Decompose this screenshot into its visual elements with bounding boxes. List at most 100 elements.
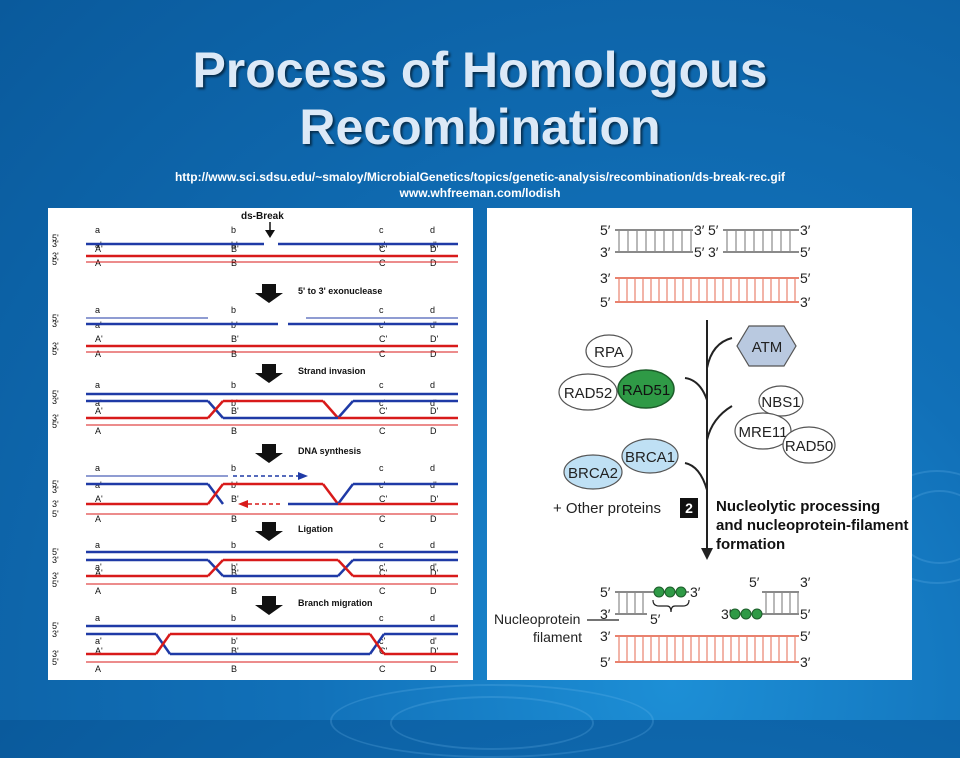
lower-locus-label: C (379, 586, 386, 596)
lower-locus-label: A (95, 586, 101, 596)
lower-locus-label: C (379, 664, 386, 674)
step-arrow (255, 444, 283, 463)
rad51-monomer (675, 586, 687, 598)
strand-end-label: 3' (52, 239, 59, 249)
lower-locus-label: D (430, 586, 437, 596)
strand-end-label: 3′ (708, 244, 719, 260)
strand-locus-label: D' (430, 494, 438, 504)
rad51-monomer (751, 608, 763, 620)
lower-locus-label: B (231, 664, 237, 674)
dna-strand (207, 483, 224, 505)
strand-locus-label: D' (430, 334, 438, 344)
background-swirl (390, 696, 594, 750)
dna-strand (154, 633, 172, 655)
strand-locus-label: D' (430, 406, 438, 416)
lower-locus-label: C (379, 349, 386, 359)
strand-end-label: 3' (52, 396, 59, 406)
strand-end-label: 5' (52, 479, 59, 489)
svg-text:ATM: ATM (752, 339, 783, 356)
svg-text:RAD52: RAD52 (564, 385, 612, 402)
upper-locus-label: b (231, 540, 236, 550)
nucleoprotein-diagram: 5′3′5′3′3′5′3′5′3′5′5′3′5′3′3′5′5′3′3′5′… (494, 222, 909, 670)
dna-strand (207, 559, 224, 577)
rad51-monomer (664, 586, 676, 598)
dna-strand (368, 633, 386, 655)
rpa-protein: RPA (585, 334, 633, 368)
lower-locus-label: A (95, 664, 101, 674)
strand-locus-label: b' (231, 398, 238, 408)
lower-locus-label: C (379, 258, 386, 268)
strand-end-label: 5' (52, 257, 59, 267)
strand-end-label: 5' (52, 509, 59, 519)
strand-locus-label: A' (95, 334, 103, 344)
lodish-figure: 5′3′5′3′3′5′3′5′3′5′5′3′5′3′3′5′5′3′3′5′… (487, 208, 912, 680)
atm-protein: ATM (736, 325, 797, 367)
step-arrow (255, 364, 283, 383)
source-site: www.whfreeman.com/lodish (399, 186, 561, 200)
lower-locus-label: B (231, 426, 237, 436)
dna-strand (337, 400, 354, 419)
upper-locus-label: a (95, 225, 100, 235)
strand-end-label: 5' (52, 657, 59, 667)
upper-locus-label: c (379, 305, 384, 315)
filament-bracket (652, 599, 690, 613)
strand-end-label: 5′ (600, 222, 611, 238)
step-arrow (255, 596, 283, 615)
strand-locus-label: c' (379, 562, 386, 572)
lower-locus-label: B (231, 349, 237, 359)
upper-locus-label: b (231, 613, 236, 623)
strand-end-label: 5' (52, 313, 59, 323)
strand-end-label: 3' (52, 571, 59, 581)
upper-locus-label: d (430, 463, 435, 473)
strand-end-label: 3' (52, 499, 59, 509)
strand-locus-label: B' (231, 406, 239, 416)
strand-end-label: 3' (52, 485, 59, 495)
strand-locus-label: C' (379, 244, 387, 254)
upper-locus-label: c (379, 540, 384, 550)
strand-locus-label: c' (379, 636, 386, 646)
rad51-monomer (740, 608, 752, 620)
slide-title-line-1: Process of Homologous (192, 42, 768, 98)
upper-locus-label: d (430, 225, 435, 235)
strand-end-label: 3′ (721, 606, 732, 622)
strand-end-label: 5′ (749, 574, 760, 590)
step-label: 5' to 3' exonuclease (298, 286, 382, 296)
strand-end-label: 3' (52, 555, 59, 565)
break-label: ds-Break (241, 211, 284, 222)
strand-end-label: 5′ (694, 244, 705, 260)
pathway-branch (706, 405, 733, 441)
strand-locus-label: B' (231, 646, 239, 656)
strand-end-label: 5′ (600, 584, 611, 600)
upper-locus-label: a (95, 305, 100, 315)
strand-end-label: 3′ (800, 294, 811, 310)
strand-locus-label: b' (231, 562, 238, 572)
upper-locus-label: b (231, 380, 236, 390)
dna-strand (322, 483, 339, 505)
lower-locus-label: D (430, 664, 437, 674)
dna-strand (337, 559, 354, 577)
strand-end-label: 3' (52, 649, 59, 659)
strand-locus-label: B' (231, 334, 239, 344)
mre11-protein: MRE11 (734, 412, 792, 450)
upper-locus-label: a (95, 380, 100, 390)
svg-text:MRE11: MRE11 (739, 424, 788, 441)
strand-end-label: 5′ (600, 654, 611, 670)
slide-title-line-2: Recombination (299, 99, 661, 155)
lower-locus-label: D (430, 514, 437, 524)
strand-locus-label: d' (430, 562, 437, 572)
strand-end-label: 5′ (800, 270, 811, 286)
rad52-protein: RAD52 (558, 373, 618, 411)
strand-end-label: 5' (52, 347, 59, 357)
upper-locus-label: a (95, 613, 100, 623)
strand-locus-label: A' (95, 406, 103, 416)
rad50-protein: RAD50 (782, 426, 836, 464)
strand-locus-label: a' (95, 398, 102, 408)
strand-end-label: 5′ (600, 294, 611, 310)
upper-locus-label: d (430, 380, 435, 390)
dna-strand (207, 400, 224, 419)
synthesis-arrow (298, 472, 308, 480)
upper-locus-label: c (379, 380, 384, 390)
strand-end-label: 3' (52, 319, 59, 329)
strand-end-label: 5' (52, 547, 59, 557)
upper-locus-label: a (95, 463, 100, 473)
